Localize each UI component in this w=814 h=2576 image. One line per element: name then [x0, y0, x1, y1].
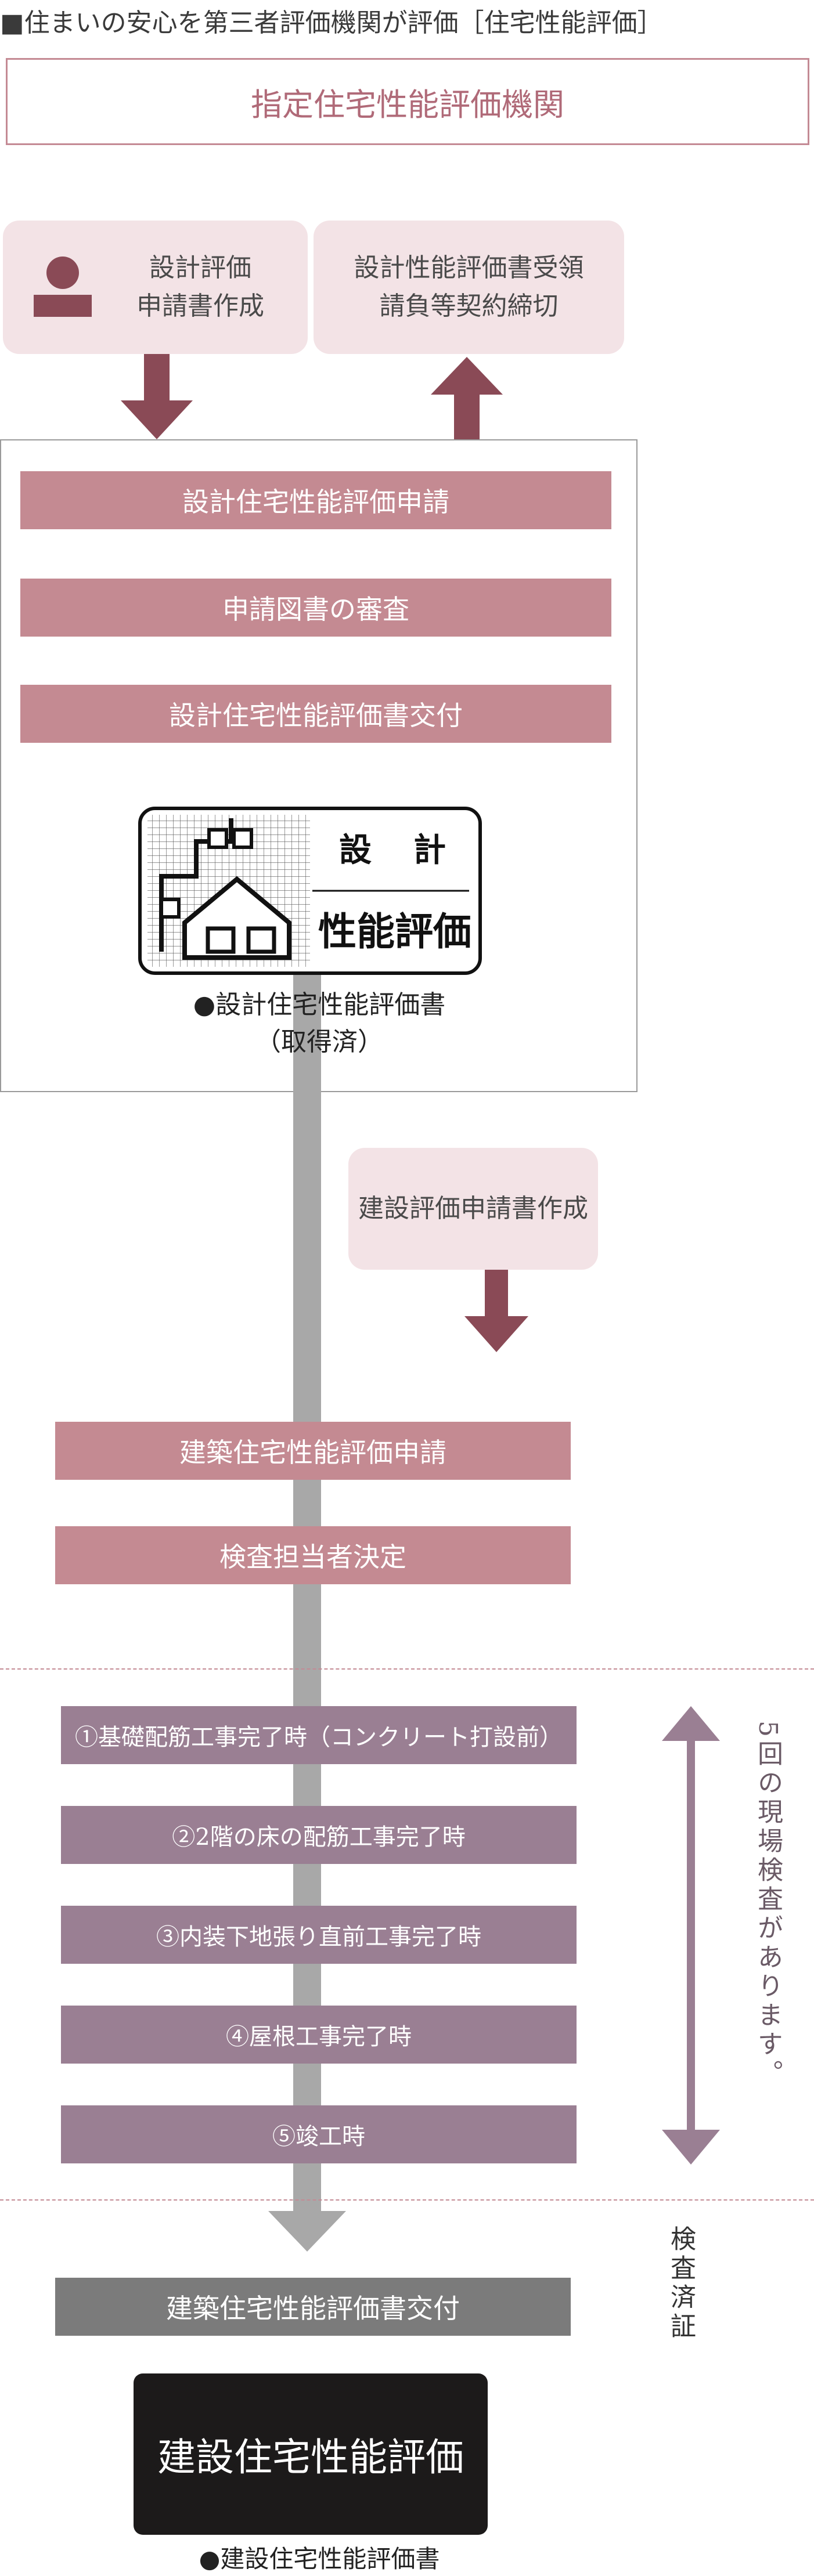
construction-application-prep-box: 建設評価申請書作成 [348, 1148, 598, 1270]
evaluation-organization-label: 指定住宅性能評価機関 [251, 86, 564, 123]
up-arrow-icon [431, 357, 503, 439]
inspection-item: ②2階の床の配筋工事完了時 [61, 1806, 577, 1864]
construction-prep-arrow [464, 1270, 528, 1352]
inspection-section-top-divider [0, 1668, 814, 1670]
construction-performance-mark: 建設住宅性能評価 [134, 2373, 488, 2535]
inspected-label: 検査済証 [666, 2225, 696, 2342]
design-application-prep-label: 設計評価 申請書作成 [136, 253, 264, 321]
inspection-item: ⑤竣工時 [61, 2105, 577, 2163]
design-performance-mark-icon [138, 807, 482, 975]
inspection-item: ③内装下地張り直前工事完了時 [61, 1906, 577, 1964]
design-result-line1: ●設計住宅性能評価書 [193, 990, 446, 1020]
construction-mark-label: 建設住宅性能評価 [157, 2435, 464, 2480]
down-arrow-icon [464, 1270, 528, 1352]
design-application-prep-box: 設計評価 申請書作成 [3, 221, 308, 354]
final-result-caption: ●建設住宅性能評価書 [116, 2545, 523, 2574]
design-mark-top-label: 設 計 [339, 830, 451, 869]
design-mark-bottom-label: 性能評価 [318, 909, 471, 954]
construction-step-application: 建築住宅性能評価申請 [55, 1422, 571, 1480]
inspection-section-bottom-divider [0, 2199, 814, 2201]
double-arrow-icon [662, 1706, 720, 2165]
construction-application-prep-label: 建設評価申請書作成 [358, 1194, 588, 1223]
design-result-line2: （取得済） [255, 1027, 383, 1057]
design-result-caption: ●設計住宅性能評価書 （取得済） [116, 987, 523, 1061]
page-title: ■住まいの安心を第三者評価機関が評価［住宅性能評価］ [0, 8, 663, 38]
person-icon [34, 256, 92, 317]
final-result-line1: ●建設住宅性能評価書 [199, 2545, 440, 2573]
inspection-note: 5回の現場検査があります。 [753, 1721, 783, 2089]
evaluation-organization-box: 指定住宅性能評価機関 [6, 58, 809, 145]
gray-flow-arrow-icon [268, 969, 346, 2252]
applicant-arrows [121, 354, 503, 439]
inspection-item: ①基礎配筋工事完了時（コンクリート打設前） [61, 1706, 577, 1764]
design-report-receipt-box: 設計性能評価書受領 請負等契約締切 [314, 221, 624, 354]
down-arrow-icon [121, 354, 193, 439]
design-report-receipt-label: 設計性能評価書受領 請負等契約締切 [354, 253, 584, 321]
design-step-review: 申請図書の審査 [20, 579, 611, 637]
construction-report-issue: 建築住宅性能評価書交付 [55, 2278, 571, 2336]
inspection-range-arrow [662, 1706, 720, 2165]
inspection-item: ④屋根工事完了時 [61, 2006, 577, 2064]
design-step-application: 設計住宅性能評価申請 [20, 471, 611, 529]
design-step-issue: 設計住宅性能評価書交付 [20, 685, 611, 743]
construction-step-inspector: 検査担当者決定 [55, 1526, 571, 1584]
